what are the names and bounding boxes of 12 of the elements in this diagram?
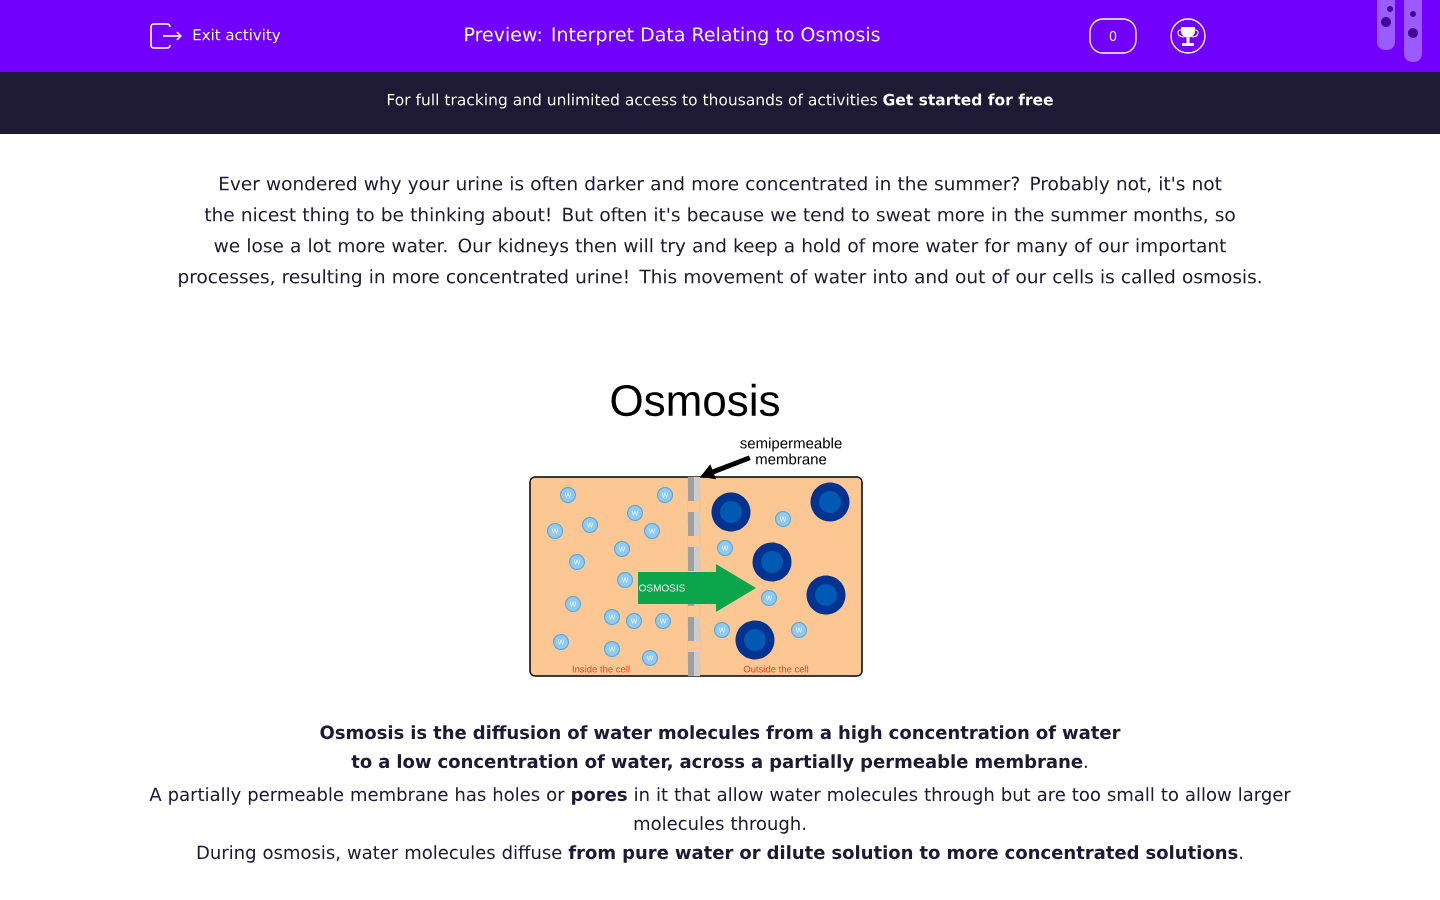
side-caption: Inside the cell (572, 665, 630, 673)
side-caption: Outside the cell (743, 665, 809, 673)
definition-paragraph: Osmosis is the diffusion of water molecules from a high concentration of water to a low concentration of water, across a partially permeable membrane. (320, 725, 1121, 772)
membrane-label: semipermeable membrane (740, 437, 842, 465)
intro-paragraph: Ever wondered why your urine is often darker and more concentrated in the summer? Probably not, it's not the nicest thing to be thinking about! But often it's because we tend to sweat more in the summer months, so we lose a lot more water. Our kidneys then will try and keep a hold of more water for many of our important processes, resulting in more concentrated urine! This movement of water into and out of our cells is called osmosis. (179, 176, 1261, 288)
score-counter: 0 (1089, 18, 1137, 54)
link-text: Exit activity (193, 28, 281, 44)
banner-text: For full tracking and unlimited access to thousands of activities Get started for free (387, 93, 1053, 109)
explanation-paragraph: During osmosis, water molecules diffuse from pure water or dilute solution to more concentrated solutions. (197, 845, 1243, 863)
diagram-title: Osmosis (611, 383, 779, 417)
header-text: Preview: Interpret Data Relating to Osmosis (465, 26, 880, 46)
explanation-paragraph: A partially permeable membrane has holes or pores in it that allow water molecules through but are too small to allow larger molecules through. (149, 787, 1291, 834)
